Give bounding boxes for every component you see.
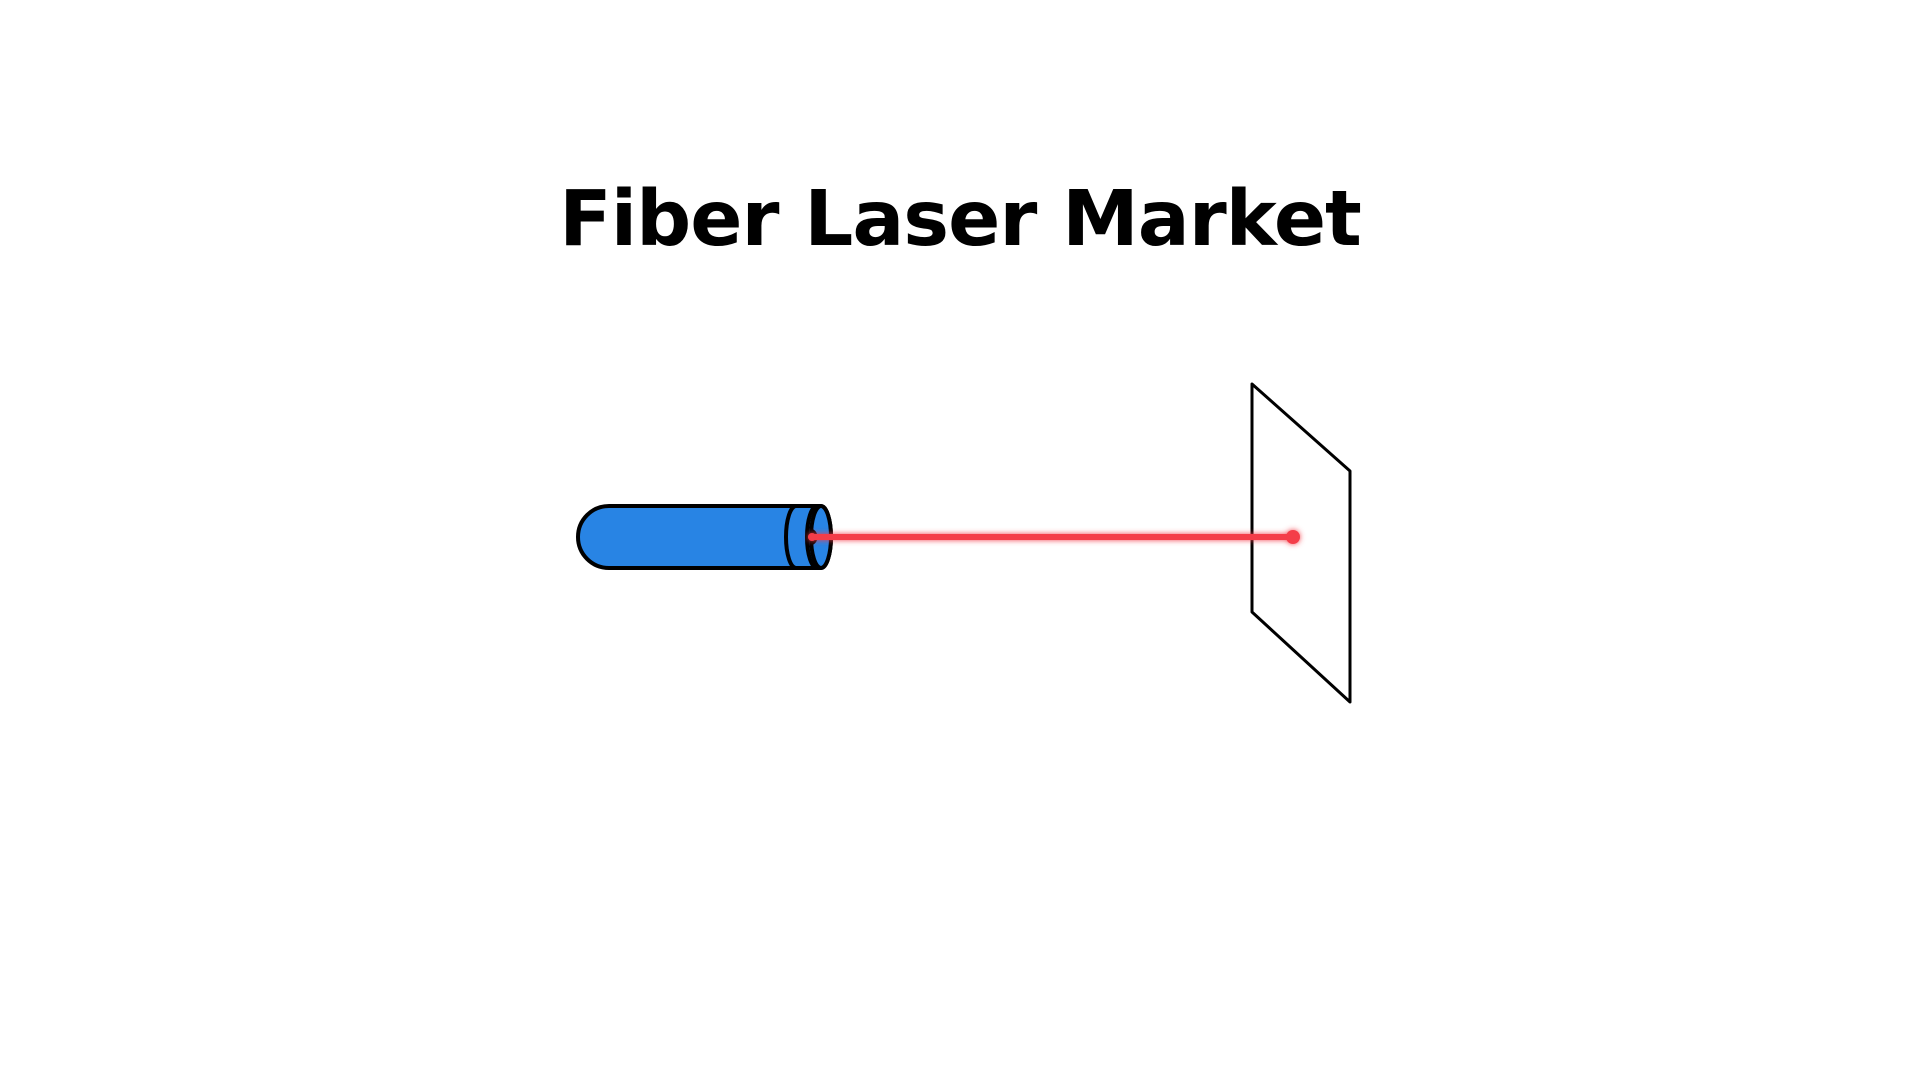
beam-origin-point — [808, 533, 816, 541]
target-plane-icon — [1250, 382, 1352, 704]
laser-body — [576, 504, 833, 570]
laser-ring-1 — [784, 504, 797, 570]
laser-device-icon — [576, 504, 833, 570]
laser-beam — [808, 530, 1300, 544]
laser-ring-2 — [805, 504, 818, 570]
page-title: Fiber Laser Market — [559, 175, 1362, 264]
beam-impact-point — [1286, 530, 1300, 544]
